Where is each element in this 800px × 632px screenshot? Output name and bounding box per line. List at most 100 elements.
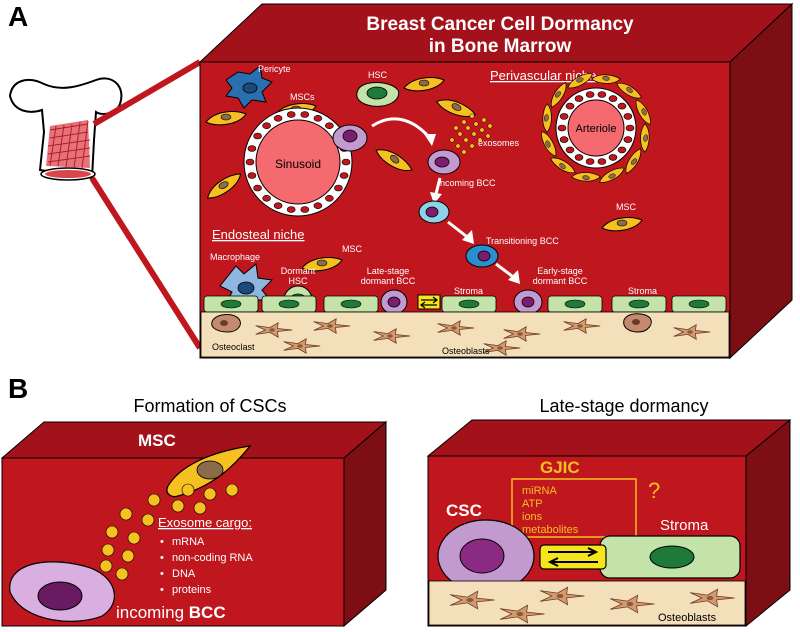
stroma-nucleus (220, 299, 242, 309)
early-stage-dormant-bcc-cell (513, 289, 543, 315)
transition-arrow-head (508, 270, 520, 284)
exosome-dot (457, 131, 463, 137)
transitioning-bcc-cell-2 (465, 244, 499, 268)
stroma-nucleus (564, 299, 586, 309)
dormant-hsc-label-1: Dormant (281, 266, 316, 276)
perivascular-niche-label: Perivascular niche (490, 68, 596, 83)
exosome-dot (225, 483, 239, 497)
exosome-dot (203, 487, 217, 501)
transitioning-bcc-cell-1 (418, 200, 450, 224)
bcc-cell-exiting (332, 124, 368, 152)
stroma-nucleus (458, 299, 480, 309)
osteoblast-nucleus (626, 601, 634, 607)
endothelial-cell (325, 195, 334, 202)
exosome-dot (473, 121, 479, 127)
cargo-bullet: • (160, 568, 164, 580)
sinusoid-label: Sinusoid (275, 157, 321, 171)
endothelial-cell (625, 124, 635, 132)
exosome-dot (455, 143, 461, 149)
gjic-cargo-box (511, 478, 637, 538)
gjic-item: ions (522, 511, 543, 523)
sinusoid-vessel (243, 107, 353, 217)
late-stage-label-2: dormant BCC (361, 276, 416, 286)
early-stage-label-2: dormant BCC (533, 276, 588, 286)
endothelial-cell (597, 158, 607, 165)
endothelial-cell (273, 202, 283, 209)
osteoblasts-label: Osteoblasts (442, 346, 490, 356)
transition-arrow (495, 262, 513, 278)
osteoblast-nucleus (497, 346, 503, 350)
gjic-label: GJIC (540, 458, 580, 477)
gap-junction-icon (417, 294, 441, 310)
exosome-dot (465, 125, 471, 131)
endothelial-cell (617, 146, 627, 154)
endothelial-cell (286, 111, 296, 118)
exosome-dot (463, 137, 469, 143)
endothelial-cell (559, 113, 569, 120)
osteoclast-cell (211, 314, 241, 333)
exosome-dot (453, 125, 459, 131)
exosome-particles (99, 483, 239, 581)
stroma-nucleus (628, 299, 650, 309)
endothelial-cell (245, 158, 255, 166)
exosome-dot (119, 507, 133, 521)
osteoblast-cells (255, 318, 711, 356)
cargo-bullet: • (160, 584, 164, 596)
endothelial-cell (565, 146, 575, 154)
endothelial-cell (557, 124, 567, 132)
msc-label-b: MSC (138, 431, 176, 450)
stroma-cell-large (599, 535, 741, 579)
endothelial-cell (262, 195, 271, 202)
exosome-dot (105, 525, 119, 539)
exosome-dot (193, 501, 207, 515)
endothelial-cell (585, 158, 595, 165)
endothelial-cell (608, 154, 618, 161)
endothelial-cell (253, 132, 262, 140)
gap-junction-icon-large (539, 544, 607, 570)
exosome-dot (171, 499, 185, 513)
osteoblasts-label-b: Osteoblasts (658, 612, 717, 624)
endothelial-cell (300, 206, 310, 213)
endothelial-cell (334, 184, 343, 192)
incoming-bcc-cell (427, 149, 461, 175)
transition-arrow (447, 220, 467, 238)
pericyte-cell (225, 65, 273, 109)
late-stage-dormant-bcc-cell (380, 289, 408, 315)
hsc-top-label: HSC (368, 70, 388, 80)
endothelial-cell (597, 91, 607, 98)
stroma-cell-row (203, 295, 727, 313)
endothelial-cell (253, 184, 262, 192)
exosome-particles (449, 113, 493, 155)
osteoblast-nucleus (556, 593, 564, 599)
endothelial-cell (247, 172, 257, 179)
panel-a-title-line2: in Bone Marrow (429, 36, 572, 57)
pericyte-label: Pericyte (258, 64, 291, 74)
osteoclast-cell (623, 313, 652, 333)
endothelial-cell (339, 172, 349, 179)
incoming-bcc-cell-large (9, 561, 115, 622)
exosome-dot (477, 137, 483, 143)
panel-b-label: B (8, 373, 28, 404)
exosome-dot (485, 133, 491, 139)
stroma-label-b: Stroma (660, 517, 709, 534)
osteoblast-nucleus (387, 334, 393, 338)
zoom-line-bottom (89, 176, 203, 350)
endosteal-niche-label: Endosteal niche (212, 227, 305, 242)
transitioning-bcc-label: Transitioning BCC (486, 236, 559, 246)
endothelial-cell (262, 122, 271, 129)
gjic-item: ATP (522, 498, 543, 510)
osteoblast-nucleus (516, 611, 524, 617)
exosome-dot (449, 137, 455, 143)
exosome-dot (147, 493, 161, 507)
incoming-bcc-label: incoming BCC (438, 178, 496, 188)
osteoblast-nucleus (297, 344, 303, 348)
exosome-cargo-title: Exosome cargo: (158, 515, 252, 530)
cargo-item: mRNA (172, 536, 205, 548)
endothelial-cell (608, 95, 618, 102)
bone-icon (8, 77, 123, 181)
exosome-dot (101, 543, 115, 557)
endothelial-cell (623, 136, 633, 143)
osteoblast-nucleus (687, 330, 693, 334)
right-box-title: Late-stage dormancy (539, 396, 708, 416)
panel-a-label: A (8, 1, 28, 32)
